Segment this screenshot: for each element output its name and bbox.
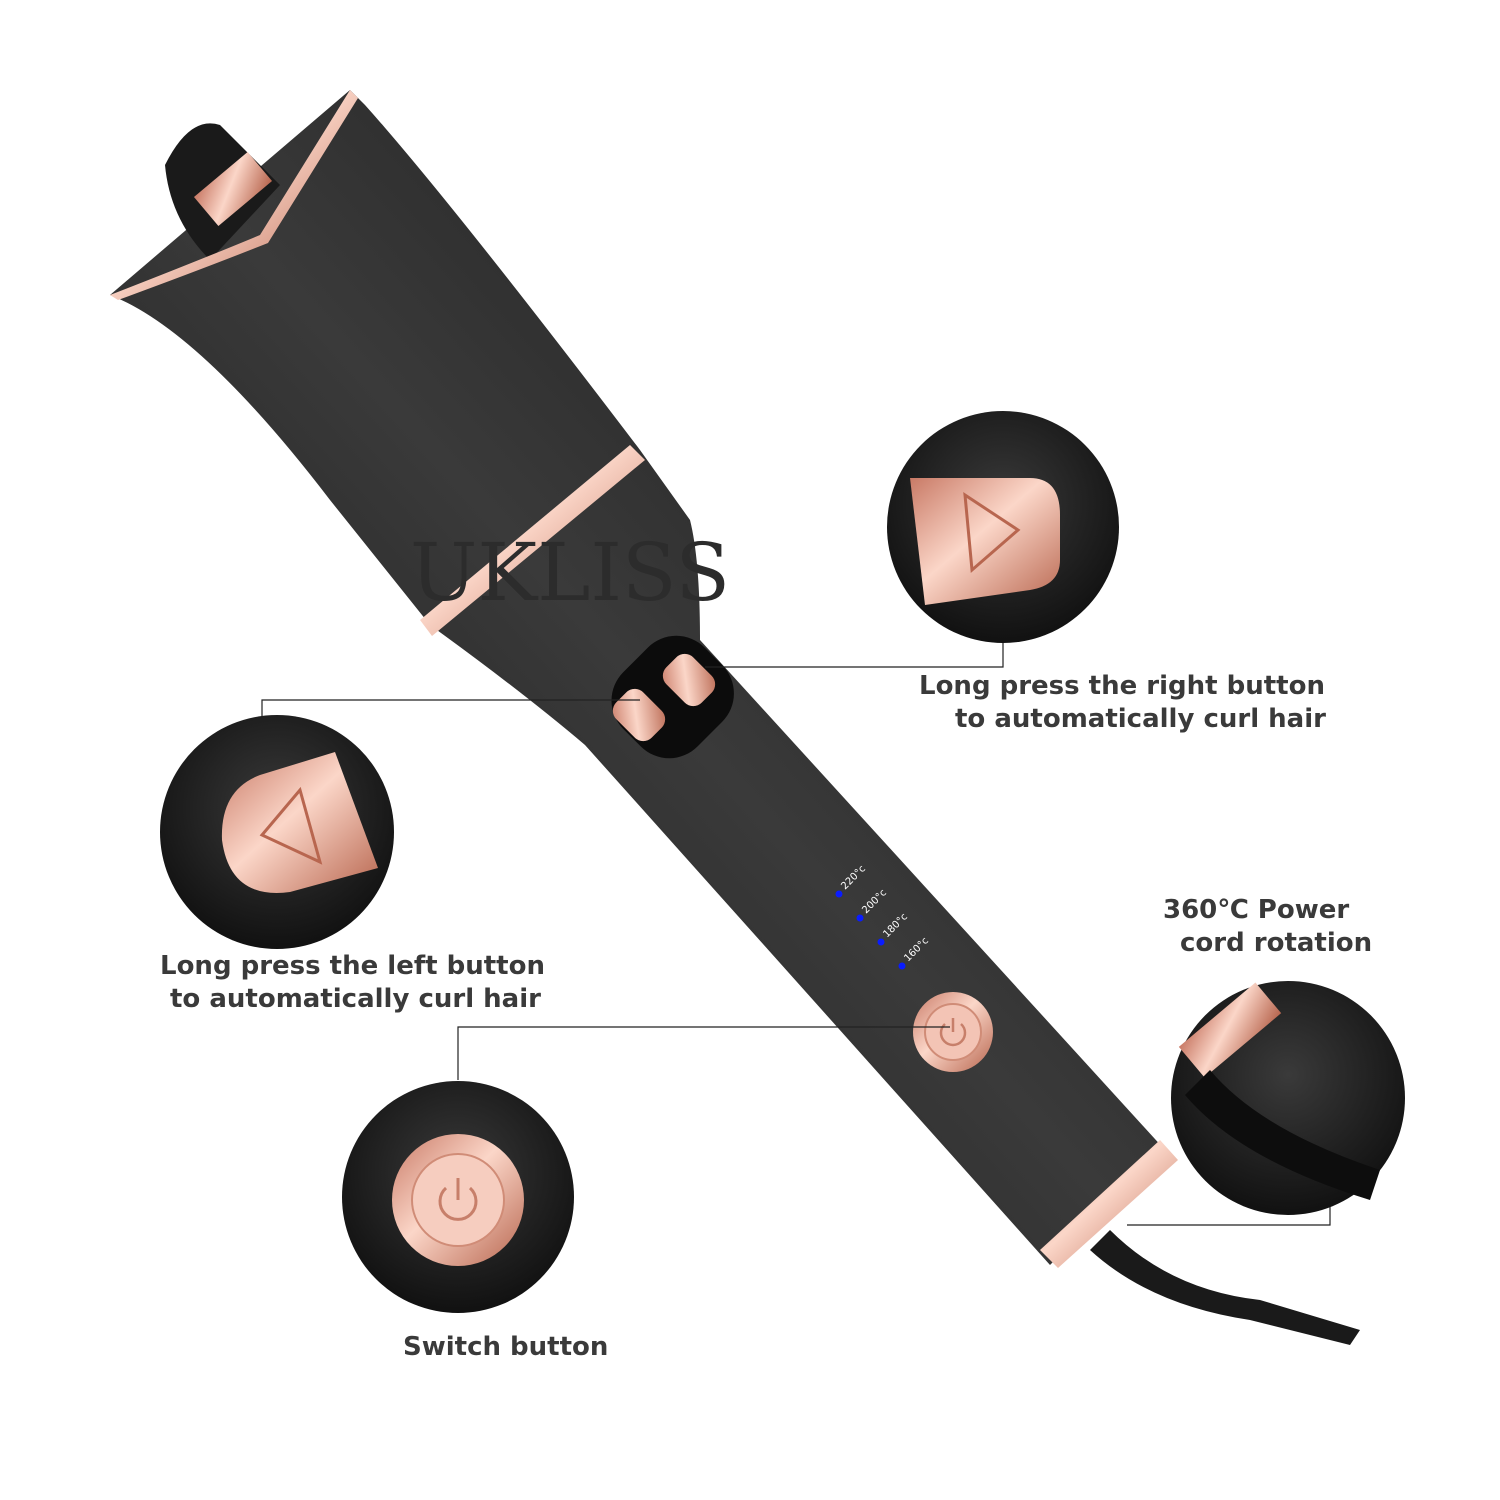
play-right-icon <box>963 492 1021 574</box>
callout-lines <box>261 640 1331 1226</box>
indicator-dot-200 <box>856 914 864 922</box>
power-icon <box>438 1178 478 1221</box>
caption-line: Long press the right button <box>919 671 1325 701</box>
watermark: UKLISS <box>410 526 730 619</box>
caption-line: 360℃ Power <box>1163 895 1350 925</box>
caption-line: Long press the left button <box>160 951 545 981</box>
indicator-dot-220 <box>835 890 843 898</box>
play-left-icon <box>259 786 323 865</box>
tip-ring <box>193 151 273 227</box>
barrel-ring <box>420 445 645 636</box>
left-button[interactable] <box>608 684 670 746</box>
detail-switch-button <box>342 1081 574 1313</box>
power-cord-caption: 360℃ Power cord rotation <box>1163 894 1372 960</box>
indicator-dot-160 <box>898 962 906 970</box>
caption-line: to automatically curl hair <box>955 704 1326 734</box>
power-cord <box>1090 1230 1360 1345</box>
left-button-caption: Long press the left button to automatica… <box>160 950 545 1016</box>
detail-power-cord <box>1171 981 1405 1215</box>
detail-left-button <box>160 715 394 949</box>
detail-right-button <box>887 411 1119 643</box>
end-cap-ring <box>1040 1140 1178 1268</box>
caption-line: to automatically curl hair <box>170 984 541 1014</box>
indicator-dot-180 <box>877 938 885 946</box>
power-icon <box>939 1018 967 1047</box>
right-button[interactable] <box>658 649 720 711</box>
right-button-caption: Long press the right button to automatic… <box>919 670 1326 736</box>
switch-button-caption: Switch button <box>403 1331 608 1364</box>
caption-line: Switch button <box>403 1332 609 1362</box>
caption-line: cord rotation <box>1180 928 1373 958</box>
